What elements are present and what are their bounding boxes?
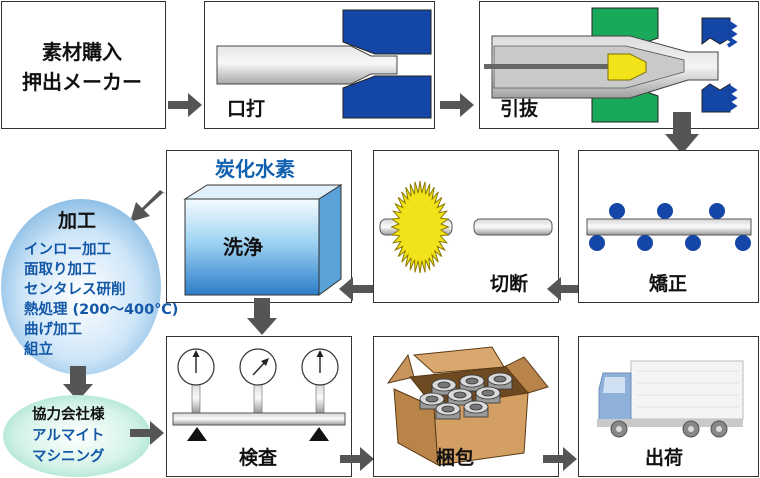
processing-item-4: 熱処理 (200～400℃) <box>24 302 179 318</box>
arrow-down-2 <box>63 366 93 401</box>
processing-item-3: センタレス研削 <box>24 282 126 298</box>
step-mouth-box: 口打 <box>204 1 435 129</box>
partners-item-3: マシニング <box>32 449 105 465</box>
inspect-illustration <box>172 348 346 441</box>
wash-label: 洗浄 <box>223 235 263 259</box>
inspect-label: 検査 <box>239 447 278 469</box>
partners-item-1: 協力会社様 <box>32 407 105 423</box>
pack-label: 梱包 <box>436 447 475 469</box>
step-draw-box: 引抜 <box>479 1 759 129</box>
draw-illustration <box>484 7 738 123</box>
step-ship-box: 出荷 <box>578 336 759 477</box>
arrow-right-1 <box>168 93 202 117</box>
wash-title: 炭化水素 <box>215 157 295 181</box>
arrow-right-2 <box>440 93 474 117</box>
step-pack-box: 梱包 <box>373 336 559 477</box>
step-cut-box: 切断 <box>373 150 559 303</box>
arrow-left-2 <box>547 277 581 301</box>
draw-label: 引抜 <box>500 98 539 120</box>
processing-item-5: 曲げ加工 <box>24 322 82 338</box>
arrow-down-3 <box>247 298 277 335</box>
arrow-right-4 <box>340 447 374 471</box>
mouth-illustration <box>216 9 432 119</box>
arrow-left-1 <box>339 277 373 301</box>
purchase-line1: 素材購入 <box>42 40 122 64</box>
step-wash-box: 炭化水素 洗浄 <box>166 150 352 303</box>
purchase-line2: 押出メーカー <box>22 70 142 94</box>
processing-bubble <box>1 199 161 375</box>
straighten-illustration <box>586 203 752 251</box>
processing-title: 加工 <box>58 210 97 232</box>
wash-tank <box>183 184 343 296</box>
step-inspect-box: 検査 <box>166 336 352 477</box>
processing-item-6: 組立 <box>24 342 53 358</box>
step-purchase-box: 素材購入 押出メーカー <box>1 1 166 129</box>
arrow-down-1 <box>665 112 699 154</box>
mouth-label: 口打 <box>227 98 266 120</box>
arrow-diag-1 <box>130 190 166 222</box>
step-straighten-box: 矯正 <box>578 150 759 303</box>
cut-label: 切断 <box>490 273 529 295</box>
truck-icon <box>597 360 744 438</box>
straighten-label: 矯正 <box>649 273 688 295</box>
cut-illustration <box>379 180 553 274</box>
processing-item-2: 面取り加工 <box>24 262 97 278</box>
ship-label: 出荷 <box>645 447 684 469</box>
arrow-right-3 <box>130 421 164 445</box>
pack-illustration <box>386 346 549 466</box>
partners-bubble <box>3 395 151 477</box>
partners-item-2: アルマイト <box>32 428 105 444</box>
arrow-right-5 <box>543 447 577 471</box>
processing-item-1: インロー加工 <box>24 242 111 258</box>
